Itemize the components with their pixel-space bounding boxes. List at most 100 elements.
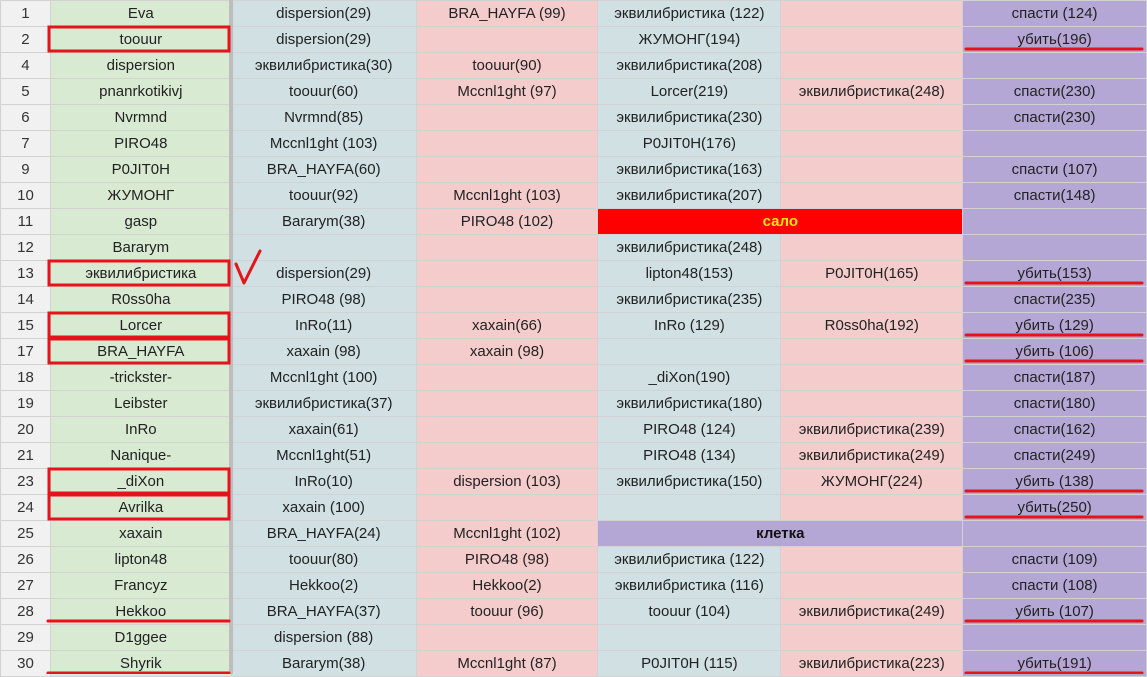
player-name-cell[interactable]: Eva	[49, 0, 232, 27]
row-number-cell[interactable]: 5	[0, 78, 51, 105]
round-4-cell[interactable]	[780, 26, 964, 53]
verdict-cell[interactable]	[962, 624, 1147, 651]
round-1-cell[interactable]: Bararym(38)	[230, 208, 417, 235]
row-number-cell[interactable]: 17	[0, 338, 51, 365]
player-name-cell[interactable]: toouur	[49, 26, 232, 53]
round-3-cell[interactable]: PIRO48 (134)	[597, 442, 782, 469]
verdict-cell[interactable]: спасти(230)	[962, 78, 1147, 105]
round-4-cell[interactable]: R0ss0ha(192)	[780, 312, 964, 339]
round-4-cell[interactable]	[780, 286, 964, 313]
round-3-cell[interactable]: P0JIT0H(176)	[597, 130, 782, 157]
verdict-cell[interactable]: спасти (124)	[962, 0, 1147, 27]
player-name-cell[interactable]: D1ggee	[49, 624, 232, 651]
player-name-cell[interactable]: lipton48	[49, 546, 232, 573]
row-number-cell[interactable]: 26	[0, 546, 51, 573]
round-4-cell[interactable]	[780, 156, 964, 183]
round-2-cell[interactable]: PIRO48 (102)	[415, 208, 599, 235]
round-1-cell[interactable]: эквилибристика(30)	[230, 52, 417, 79]
verdict-cell[interactable]: убить (129)	[962, 312, 1147, 339]
verdict-cell[interactable]: убить(153)	[962, 260, 1147, 287]
round-3-cell[interactable]: эквилибристика(248)	[597, 234, 782, 261]
verdict-cell[interactable]	[962, 208, 1147, 235]
player-name-cell[interactable]: Francyz	[49, 572, 232, 599]
round-3-cell[interactable]: эквилибристика(235)	[597, 286, 782, 313]
verdict-cell[interactable]	[962, 234, 1147, 261]
round-3-cell[interactable]	[597, 624, 782, 651]
round-2-cell[interactable]: Mccnl1ght (103)	[415, 182, 599, 209]
round-2-cell[interactable]	[415, 286, 599, 313]
round-4-cell[interactable]: эквилибристика(249)	[780, 598, 964, 625]
round-4-cell[interactable]: ЖУМОНГ(224)	[780, 468, 964, 495]
player-name-cell[interactable]: Avrilka	[49, 494, 232, 521]
round-4-cell[interactable]	[780, 390, 964, 417]
event-band-salo[interactable]: сало	[597, 208, 964, 235]
player-name-cell[interactable]: R0ss0ha	[49, 286, 232, 313]
round-4-cell[interactable]	[780, 234, 964, 261]
player-name-cell[interactable]: эквилибристика	[49, 260, 232, 287]
row-number-cell[interactable]: 4	[0, 52, 51, 79]
row-number-cell[interactable]: 18	[0, 364, 51, 391]
round-2-cell[interactable]: toouur (96)	[415, 598, 599, 625]
round-1-cell[interactable]: Bararym(38)	[230, 650, 417, 677]
row-number-cell[interactable]: 23	[0, 468, 51, 495]
round-2-cell[interactable]	[415, 442, 599, 469]
round-1-cell[interactable]: dispersion (88)	[230, 624, 417, 651]
round-4-cell[interactable]	[780, 364, 964, 391]
row-number-cell[interactable]: 20	[0, 416, 51, 443]
round-3-cell[interactable]: _diXon(190)	[597, 364, 782, 391]
round-1-cell[interactable]: BRA_HAYFA(37)	[230, 598, 417, 625]
round-1-cell[interactable]: BRA_HAYFA(60)	[230, 156, 417, 183]
player-name-cell[interactable]: Lorcer	[49, 312, 232, 339]
row-number-cell[interactable]: 13	[0, 260, 51, 287]
round-2-cell[interactable]	[415, 364, 599, 391]
round-1-cell[interactable]: PIRO48 (98)	[230, 286, 417, 313]
round-1-cell[interactable]: Mccnl1ght (100)	[230, 364, 417, 391]
verdict-cell[interactable]: спасти(162)	[962, 416, 1147, 443]
verdict-cell[interactable]: спасти (109)	[962, 546, 1147, 573]
round-4-cell[interactable]: эквилибристика(239)	[780, 416, 964, 443]
row-number-cell[interactable]: 28	[0, 598, 51, 625]
round-4-cell[interactable]: P0JIT0H(165)	[780, 260, 964, 287]
player-name-cell[interactable]: ЖУМОНГ	[49, 182, 232, 209]
round-2-cell[interactable]	[415, 156, 599, 183]
round-2-cell[interactable]: Mccnl1ght (102)	[415, 520, 599, 547]
round-1-cell[interactable]	[230, 234, 417, 261]
row-number-cell[interactable]: 6	[0, 104, 51, 131]
round-1-cell[interactable]: xaxain (100)	[230, 494, 417, 521]
player-name-cell[interactable]: Hekkoo	[49, 598, 232, 625]
round-3-cell[interactable]: toouur (104)	[597, 598, 782, 625]
round-2-cell[interactable]: xaxain(66)	[415, 312, 599, 339]
row-number-cell[interactable]: 9	[0, 156, 51, 183]
verdict-cell[interactable]: спасти(187)	[962, 364, 1147, 391]
verdict-cell[interactable]: спасти(148)	[962, 182, 1147, 209]
row-number-cell[interactable]: 7	[0, 130, 51, 157]
round-3-cell[interactable]	[597, 494, 782, 521]
round-2-cell[interactable]	[415, 390, 599, 417]
round-4-cell[interactable]	[780, 130, 964, 157]
player-name-cell[interactable]: P0JIT0H	[49, 156, 232, 183]
round-3-cell[interactable]: lipton48(153)	[597, 260, 782, 287]
row-number-cell[interactable]: 27	[0, 572, 51, 599]
round-2-cell[interactable]: xaxain (98)	[415, 338, 599, 365]
round-4-cell[interactable]	[780, 182, 964, 209]
round-3-cell[interactable]: эквилибристика(207)	[597, 182, 782, 209]
verdict-cell[interactable]: спасти (108)	[962, 572, 1147, 599]
player-name-cell[interactable]: Leibster	[49, 390, 232, 417]
row-number-cell[interactable]: 15	[0, 312, 51, 339]
round-3-cell[interactable]: эквилибристика(208)	[597, 52, 782, 79]
round-1-cell[interactable]: dispersion(29)	[230, 260, 417, 287]
verdict-cell[interactable]: спасти(230)	[962, 104, 1147, 131]
round-1-cell[interactable]: эквилибристика(37)	[230, 390, 417, 417]
round-2-cell[interactable]	[415, 624, 599, 651]
row-number-cell[interactable]: 29	[0, 624, 51, 651]
round-4-cell[interactable]	[780, 494, 964, 521]
round-1-cell[interactable]: dispersion(29)	[230, 0, 417, 27]
round-3-cell[interactable]: PIRO48 (124)	[597, 416, 782, 443]
round-1-cell[interactable]: xaxain (98)	[230, 338, 417, 365]
player-name-cell[interactable]: BRA_HAYFA	[49, 338, 232, 365]
round-1-cell[interactable]: Hekkoo(2)	[230, 572, 417, 599]
verdict-cell[interactable]	[962, 520, 1147, 547]
player-name-cell[interactable]: -trickster-	[49, 364, 232, 391]
round-1-cell[interactable]: toouur(92)	[230, 182, 417, 209]
row-number-cell[interactable]: 21	[0, 442, 51, 469]
